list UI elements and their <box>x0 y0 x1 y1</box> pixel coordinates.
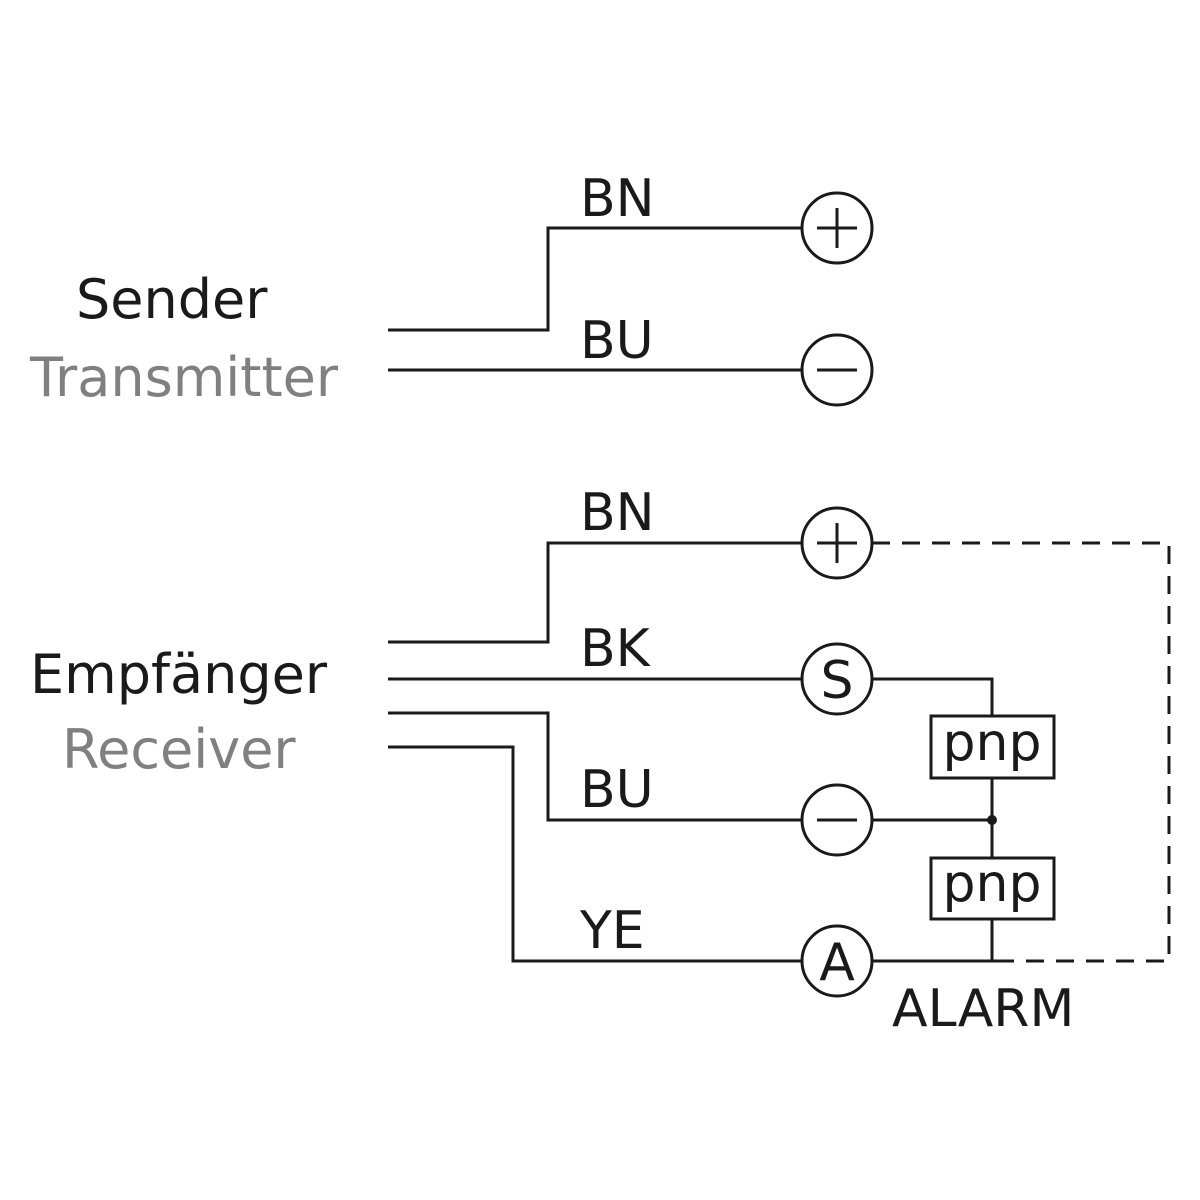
pnp-output-box-2: pnp <box>929 854 1056 921</box>
receiver-label: Receiver <box>62 718 296 781</box>
pnp-label-1: pnp <box>943 713 1042 773</box>
receiver-s-terminal: S <box>800 642 874 716</box>
receiver-wire-bu <box>388 711 802 822</box>
transmitter-wire-bn <box>388 226 802 332</box>
pnp-output-box-1: pnp <box>929 713 1056 780</box>
transmitter-bn-label: BN <box>580 169 655 229</box>
receiver-wire-ye <box>388 745 802 963</box>
transmitter-plus-terminal <box>800 191 874 265</box>
alarm-label: ALARM <box>892 979 1074 1039</box>
plus-icon <box>817 523 857 563</box>
receiver-minus-terminal <box>800 783 874 857</box>
receiver-plus-terminal <box>800 506 874 580</box>
transmitter-bu-label: BU <box>580 311 654 371</box>
receiver-ye-label: YE <box>579 901 645 961</box>
empfaenger-label: Empfänger <box>30 643 328 706</box>
receiver-wire-bn <box>388 541 802 644</box>
junction-dot <box>987 815 997 825</box>
pnp-label-2: pnp <box>943 854 1042 914</box>
receiver-a-terminal: A <box>800 924 874 998</box>
plus-icon <box>817 208 857 248</box>
s-terminal-label: S <box>820 651 853 711</box>
receiver-bk-label: BK <box>580 619 652 679</box>
receiver-bn-label: BN <box>580 483 655 543</box>
sender-label: Sender <box>76 268 268 331</box>
transmitter-minus-terminal <box>800 333 874 407</box>
output-wire-s <box>872 677 994 716</box>
a-terminal-label: A <box>819 933 855 993</box>
receiver-bu-label: BU <box>580 760 654 820</box>
transmitter-label: Transmitter <box>29 346 339 409</box>
